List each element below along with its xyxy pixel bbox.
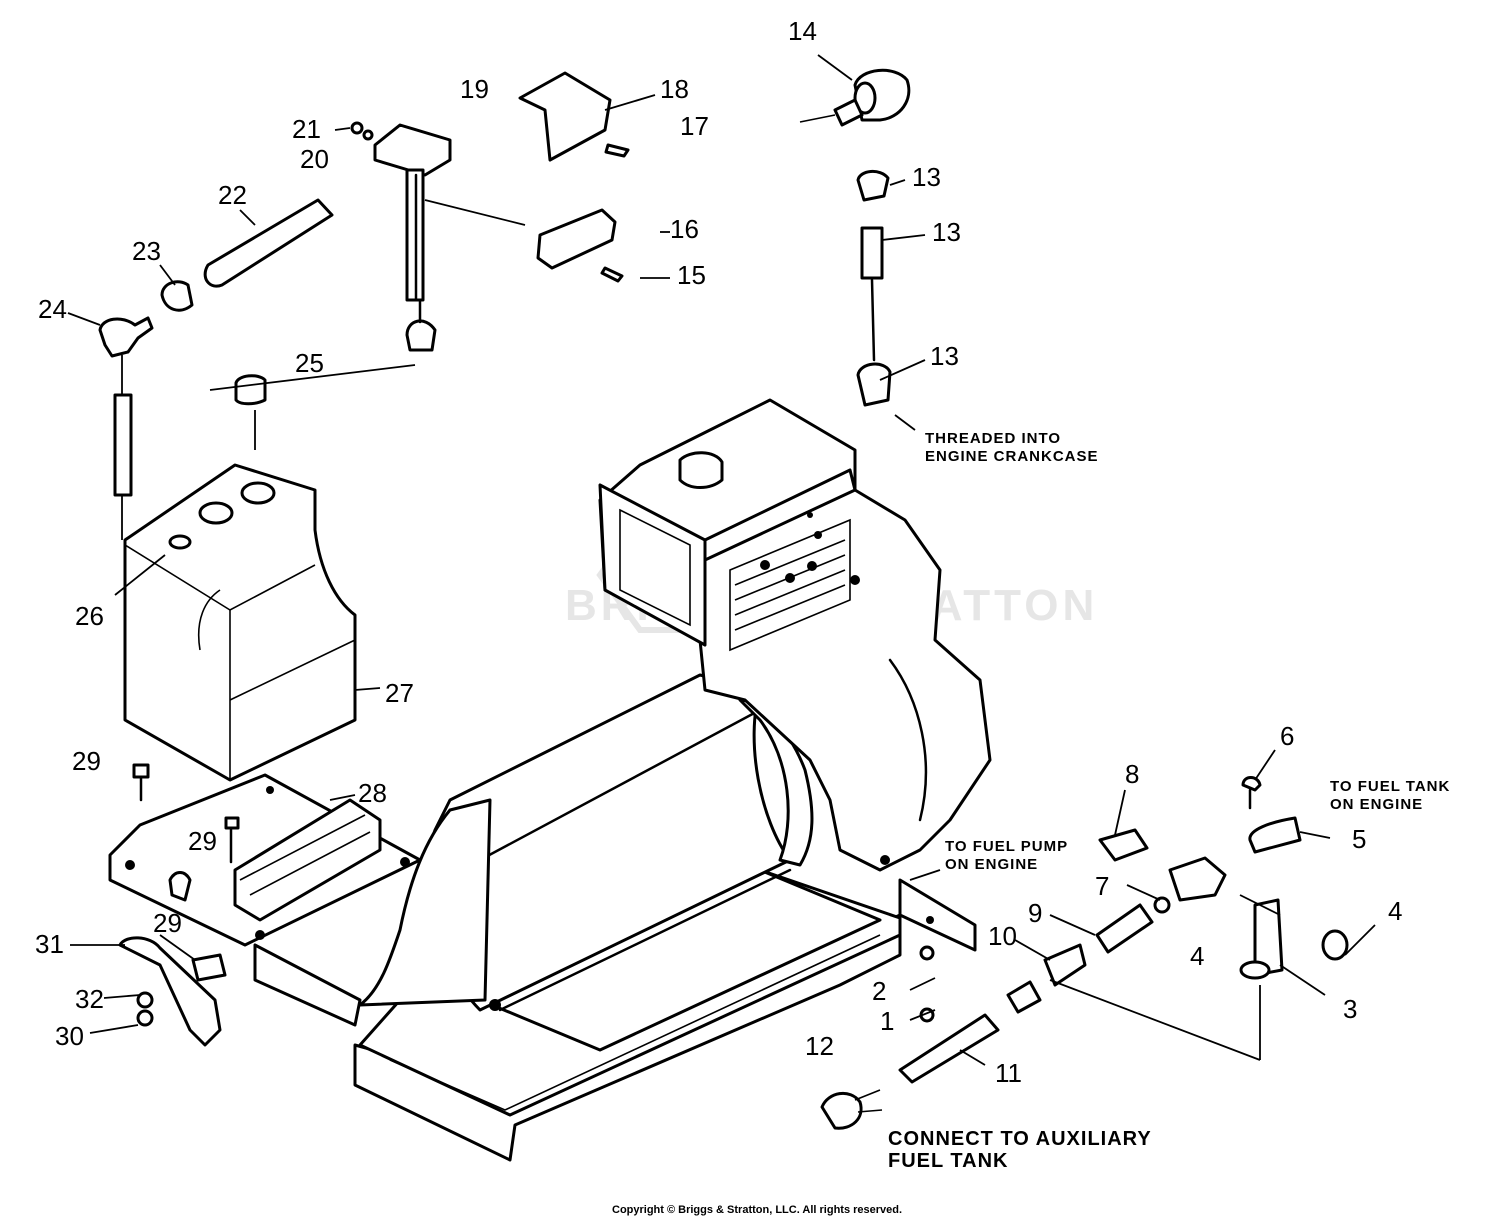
annotations: THREADED INTO ENGINE CRANKCASE TO FUEL T… [888,430,1450,1172]
callout-5: 5 [1352,824,1366,854]
note-auxiliary-line2: FUEL TANK [888,1150,1008,1172]
callout-31: 31 [35,929,64,959]
callout-32: 32 [75,984,104,1014]
callout-13-tube: 13 [932,217,961,247]
callout-13-cap: 13 [912,162,941,192]
fuel-gauge-sender [350,121,452,352]
note-fuel-pump-line1: TO FUEL PUMP [945,838,1068,855]
callout-9: 9 [1028,898,1042,928]
callout-16: 16 [670,214,699,244]
cylinder-fins [729,518,860,652]
note-threaded-line2: ENGINE CRANKCASE [925,448,1099,465]
fuel-tank [123,463,357,782]
callout-1: 1 [880,1006,894,1036]
bracket-plates [518,71,630,283]
callout-8: 8 [1125,759,1139,789]
copyright: Copyright © Briggs & Stratton, LLC. All … [612,1204,902,1216]
callout-4: 4 [1190,941,1204,971]
mount-hardware [118,763,240,1047]
callout-14: 14 [788,16,817,46]
note-threaded-line1: THREADED INTO [925,430,1061,447]
callout-25: 25 [295,348,324,378]
callout-28: 28 [358,778,387,808]
callout-29-top: 29 [72,746,101,776]
vent-hose-assembly [98,198,334,497]
callout-29-mid: 29 [188,826,217,856]
note-fuel-tank-line2: ON ENGINE [1330,796,1423,813]
callout-24: 24 [38,294,67,324]
note-auxiliary-line1: CONNECT TO AUXILIARY [888,1128,1152,1150]
callout-6: 6 [1280,721,1294,751]
oil-fill-assembly [799,68,911,407]
callout-2: 2 [872,976,886,1006]
callouts: 1 2 3 4 4 5 6 7 8 9 10 11 12 13 13 13 14… [35,16,1402,1088]
note-fuel-pump-line2: ON ENGINE [945,856,1038,873]
callout-30: 30 [55,1021,84,1051]
fuel-line-fittings [820,776,1349,1130]
callout-12: 12 [805,1031,834,1061]
callout-20: 20 [300,144,329,174]
callout-26: 26 [75,601,104,631]
callout-13-fitting: 13 [930,341,959,371]
callout-18: 18 [660,74,689,104]
leader-lines [67,54,1376,1066]
note-fuel-tank-line1: TO FUEL TANK [1330,778,1450,795]
tank-mount-bracket [108,773,422,947]
generator-frame [253,398,992,1162]
callout-22: 22 [218,180,247,210]
tank-fill-neck [168,481,276,550]
callout-17: 17 [680,111,709,141]
callout-3: 3 [1343,994,1357,1024]
callout-10: 10 [988,921,1017,951]
callout-15: 15 [677,260,706,290]
callout-7: 7 [1095,871,1109,901]
callout-19: 19 [460,74,489,104]
callout-29-bottom: 29 [153,908,182,938]
callout-4-washer: 4 [1388,896,1402,926]
callout-11: 11 [995,1058,1022,1088]
callout-27: 27 [385,678,414,708]
callout-21: 21 [292,114,321,144]
callout-23: 23 [132,236,161,266]
